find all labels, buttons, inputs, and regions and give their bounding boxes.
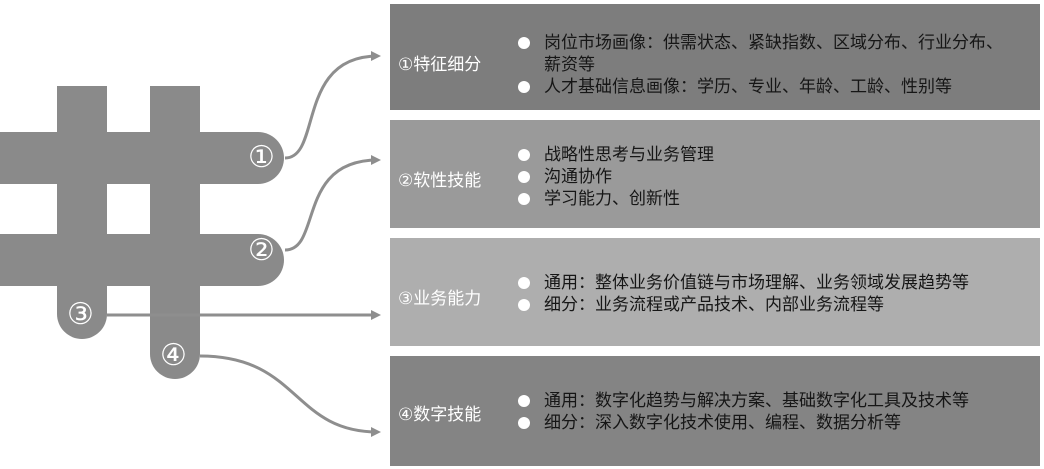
hash-bar-top	[0, 132, 284, 184]
hash-bar-left	[57, 86, 107, 339]
hash-symbol	[0, 86, 284, 379]
panel-feature-segmentation: ①特征细分 岗位市场画像：供需状态、紧缺指数、区域分布、行业分布、薪资等 人才基…	[390, 4, 1040, 110]
connector-arrows	[107, 51, 381, 437]
hash-bar-middle	[0, 234, 284, 286]
bullet-list: 通用：数字化趋势与解决方案、基础数字化工具及技术等 细分：深入数字化技术使用、编…	[518, 390, 1034, 434]
panel-title: ③业务能力	[398, 289, 482, 309]
bullet-list: 岗位市场画像：供需状态、紧缺指数、区域分布、行业分布、薪资等 人才基础信息画像：…	[518, 32, 1014, 98]
hash-label-3: ③	[67, 297, 94, 332]
bullet-item: 学习能力、创新性	[518, 188, 1014, 210]
hash-label-2: ②	[248, 233, 275, 268]
panel-business-ability: ③业务能力 通用：整体业务价值链与市场理解、业务领域发展趋势等 细分：业务流程或…	[390, 238, 1040, 346]
bullet-item: 战略性思考与业务管理	[518, 144, 1014, 166]
panel-digital-skills: ④数字技能 通用：数字化趋势与解决方案、基础数字化工具及技术等 细分：深入数字化…	[390, 356, 1040, 466]
panel-title: ②软性技能	[398, 171, 482, 191]
bullet-item: 通用：数字化趋势与解决方案、基础数字化工具及技术等	[518, 390, 1034, 412]
bullet-item: 人才基础信息画像：学历、专业、年龄、工龄、性别等	[518, 76, 1014, 98]
bullet-item: 沟通协作	[518, 166, 1014, 188]
bullet-list: 通用：整体业务价值链与市场理解、业务领域发展趋势等 细分：业务流程或产品技术、内…	[518, 272, 1034, 316]
hash-label-4: ④	[160, 338, 187, 373]
panel-soft-skills: ②软性技能 战略性思考与业务管理 沟通协作 学习能力、创新性	[390, 120, 1040, 228]
bullet-list: 战略性思考与业务管理 沟通协作 学习能力、创新性	[518, 144, 1014, 210]
arrow-1	[284, 51, 381, 160]
bullet-item: 通用：整体业务价值链与市场理解、业务领域发展趋势等	[518, 272, 1034, 294]
panel-title: ④数字技能	[398, 405, 482, 425]
hash-label-1: ①	[248, 140, 275, 175]
arrow-4	[199, 354, 381, 437]
arrow-2	[284, 155, 381, 252]
panel-title: ①特征细分	[398, 55, 482, 75]
bullet-item: 细分：深入数字化技术使用、编程、数据分析等	[518, 412, 1034, 434]
bullet-item: 细分：业务流程或产品技术、内部业务流程等	[518, 294, 1034, 316]
hash-bar-right	[150, 86, 200, 379]
bullet-item: 岗位市场画像：供需状态、紧缺指数、区域分布、行业分布、薪资等	[518, 32, 1014, 76]
